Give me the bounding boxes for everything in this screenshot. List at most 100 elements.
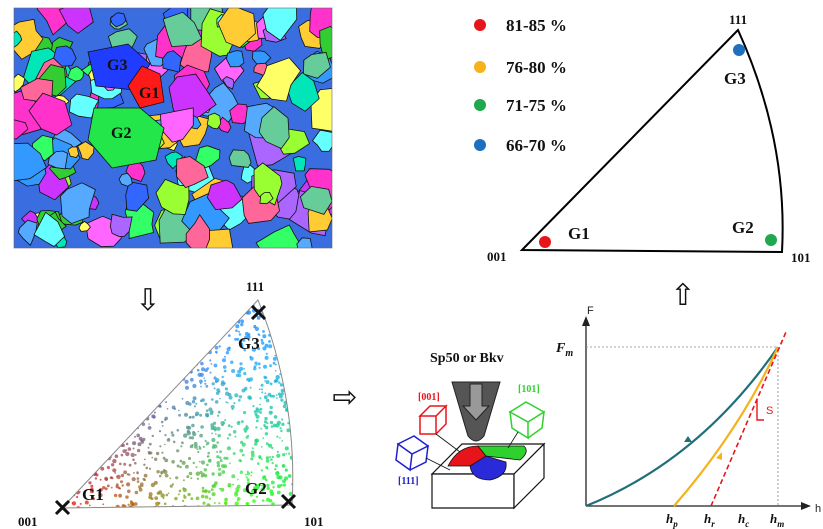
ipf-scatter-point <box>219 459 223 463</box>
ipf-scatter-point <box>125 449 128 452</box>
ipf-scatter-point <box>127 489 131 494</box>
ipf-scatter-point <box>143 473 148 478</box>
ipf-scatter-point <box>68 432 72 436</box>
ipf-scatter-point <box>121 351 124 354</box>
ipf-scatter-point <box>62 310 65 315</box>
ipf-scatter-point <box>254 361 258 365</box>
ipf-scatter-point <box>192 507 197 508</box>
ipf-scatter-point <box>255 419 259 423</box>
ipf-scatter-point <box>98 385 100 387</box>
ipf-scatter-point <box>192 344 195 347</box>
ipf-scatter-point <box>164 443 166 446</box>
ipf-scatter-point <box>153 480 158 485</box>
ebsd-grain <box>302 52 331 79</box>
ipf-scatter-point <box>270 425 274 428</box>
ipf-scatter-point <box>94 405 100 410</box>
ipf-scatter-point <box>285 409 288 412</box>
ipf-scatter-point <box>187 456 192 461</box>
ipf-scatter-point <box>93 429 98 434</box>
ebsd-grain <box>60 182 96 225</box>
ipf-scatter-point <box>93 365 96 368</box>
ipf-scatter-point <box>203 350 208 354</box>
ipf-scatter-point <box>230 320 234 323</box>
ipf-scatter-point <box>169 329 173 334</box>
ipf-scatter-point <box>219 456 222 460</box>
ipf-scatter-point <box>100 295 104 299</box>
unloading-tangent <box>710 331 787 507</box>
ipf-scatter-point <box>204 300 208 303</box>
ipf-scatter-point <box>122 396 125 400</box>
ipf-scatter-point <box>297 481 299 483</box>
ebsd-grain <box>176 156 209 189</box>
tick-hm: hm <box>770 511 784 529</box>
ipf-scatter-point <box>100 329 104 333</box>
ipf-scatter-point <box>105 300 108 301</box>
ipf-scatter-point <box>248 377 253 382</box>
ipf-scatter-point <box>224 419 227 422</box>
ipf-scatter-point <box>274 370 277 372</box>
ipf-scatter-point <box>145 345 149 349</box>
ebsd-grain <box>162 11 203 48</box>
ipf-scatter-point <box>241 442 246 447</box>
ipf-scatter-point <box>162 309 165 312</box>
ipf-scatter-point <box>226 329 228 332</box>
ipf-scatter-point <box>72 461 76 465</box>
ipf-scatter-point <box>297 366 299 368</box>
ipf-scatter-point <box>259 507 263 508</box>
ipf-scatter-point <box>239 459 243 463</box>
ipf-scatter-point <box>112 468 117 473</box>
ipf-scatter-point <box>279 427 282 430</box>
ipf-scatter-point <box>265 398 270 403</box>
ipf-scatter-point <box>84 307 87 310</box>
ipf-scatter-point <box>199 379 203 384</box>
ipf-scatter-point <box>294 414 296 416</box>
ipf-scatter-point <box>105 303 109 307</box>
ipf-scatter-point <box>62 350 65 354</box>
ipf-scatter-point <box>143 368 148 373</box>
ipf-scatter-point <box>100 312 103 315</box>
ipf-scatter-point <box>187 353 192 358</box>
ipf-scatter-point <box>147 446 150 449</box>
ipf-scatter-point <box>274 354 277 357</box>
ipf-scatter-point <box>257 487 259 490</box>
ipf-scatter-point <box>195 496 200 501</box>
ipf-scatter-point <box>79 472 82 475</box>
ipf-scatter-point <box>75 388 79 393</box>
ipf-scatter-point <box>101 365 105 369</box>
ipf-scatter-point <box>118 362 122 366</box>
ipf-scatter-point <box>206 455 209 458</box>
ipf-scatter-point <box>221 464 225 468</box>
ipf-scatter-point <box>121 358 126 363</box>
ipf-scatter-point <box>195 402 198 405</box>
ipf-scatter-point <box>141 323 145 327</box>
ipf-scatter-point <box>160 377 164 381</box>
ipf-scatter-point <box>234 337 237 341</box>
ipf-scatter-point <box>279 347 283 351</box>
ipf-scatter-point <box>166 325 170 328</box>
ipf-scatter-point <box>218 334 221 337</box>
ipf-scatter-point <box>93 321 96 324</box>
ipf-scatter-point <box>187 426 192 430</box>
ipf-scatter-point <box>149 339 153 343</box>
ipf-scatter-point <box>236 421 241 425</box>
ipf-scatter-point <box>137 410 141 414</box>
ipf-scatter-point <box>264 376 267 379</box>
ipf-scatter-point <box>77 414 80 417</box>
ipf-scatter-point <box>130 309 133 311</box>
ipf-scatter-point <box>62 389 64 393</box>
ipf-scatter-point <box>67 356 72 361</box>
ipf-scatter-point <box>145 409 149 412</box>
ipf-scatter-point <box>178 324 184 329</box>
ipf-scatter-point <box>112 414 115 417</box>
ipf-scatter-point <box>281 440 284 442</box>
ipf-scatter-point <box>84 474 88 478</box>
ipf-scatter-point <box>132 458 135 462</box>
ipf-scatter-point <box>108 358 114 364</box>
ipf-scatter-point <box>137 414 140 417</box>
ipf-scatter-point <box>124 361 126 364</box>
ipf-scatter-point <box>97 391 101 396</box>
ipf-scatter-point <box>263 395 268 400</box>
ipf-scatter-point <box>91 316 95 320</box>
ipf-scatter-point <box>94 457 97 460</box>
ipf-scatter-point <box>73 384 78 389</box>
